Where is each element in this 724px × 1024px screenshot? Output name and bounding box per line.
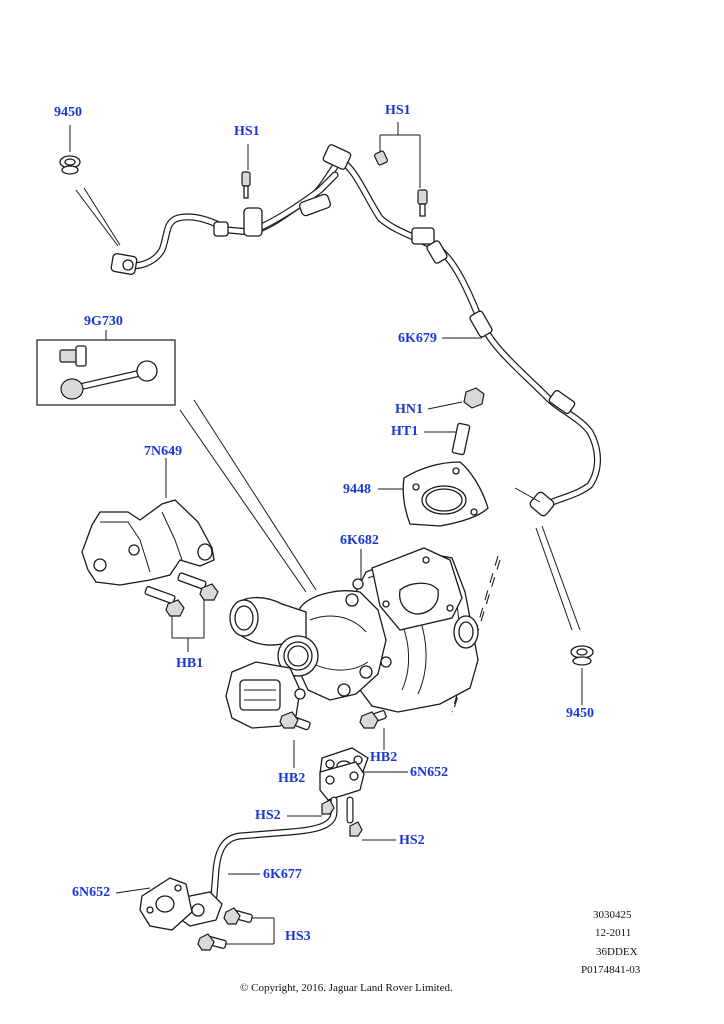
oil-return-pipe-6k677 <box>175 761 365 927</box>
9g730-kit-box <box>36 339 176 406</box>
callout-hb2-right[interactable]: HB2 <box>370 750 398 765</box>
copyright-notice: © Copyright, 2016. Jaguar Land Rover Lim… <box>240 982 453 994</box>
bracket-7n649 <box>81 499 215 586</box>
callout-7n649[interactable]: 7N649 <box>144 444 183 459</box>
gasket-6n652-left <box>139 877 193 931</box>
callout-ht1[interactable]: HT1 <box>391 424 419 439</box>
gasket-9448 <box>402 461 489 527</box>
turbocharger-6k682 <box>225 547 479 729</box>
diagram-ref: P0174841-03 <box>581 964 641 976</box>
sealing-washer-top <box>59 155 81 175</box>
callout-6n652-right[interactable]: 6N652 <box>410 765 449 780</box>
callout-hn1[interactable]: HN1 <box>395 402 423 417</box>
callout-hs2-left[interactable]: HS2 <box>255 808 281 823</box>
callout-9448[interactable]: 9448 <box>343 482 371 497</box>
sealing-washer-right <box>570 645 594 666</box>
diagram-code: 3030425 <box>593 909 632 921</box>
diagram-model: 36DDEX <box>596 946 638 958</box>
callout-9450-right[interactable]: 9450 <box>566 706 594 721</box>
callout-hs2-right[interactable]: HS2 <box>399 833 425 848</box>
callout-9450-top[interactable]: 9450 <box>54 105 82 120</box>
callout-6k682[interactable]: 6K682 <box>340 533 379 548</box>
callout-6k677[interactable]: 6K677 <box>263 867 302 882</box>
callout-6n652-left[interactable]: 6N652 <box>72 885 111 900</box>
oil-feed-pipe-assembly <box>110 144 601 517</box>
nut-and-stud <box>451 387 485 456</box>
callout-hs1-right[interactable]: HS1 <box>385 103 411 118</box>
callout-hs1-left[interactable]: HS1 <box>234 124 260 139</box>
diagram-date: 12-2011 <box>595 927 632 939</box>
hs1-bolts <box>241 150 428 217</box>
hb1-bolts <box>144 572 219 617</box>
callout-hb2-left[interactable]: HB2 <box>278 771 306 786</box>
hs3-bolts <box>197 907 253 951</box>
hb2-bolts <box>279 710 387 731</box>
callout-hs3[interactable]: HS3 <box>285 929 311 944</box>
callout-6k679[interactable]: 6K679 <box>398 331 437 346</box>
callout-hb1[interactable]: HB1 <box>176 656 204 671</box>
callout-9g730[interactable]: 9G730 <box>84 314 123 329</box>
